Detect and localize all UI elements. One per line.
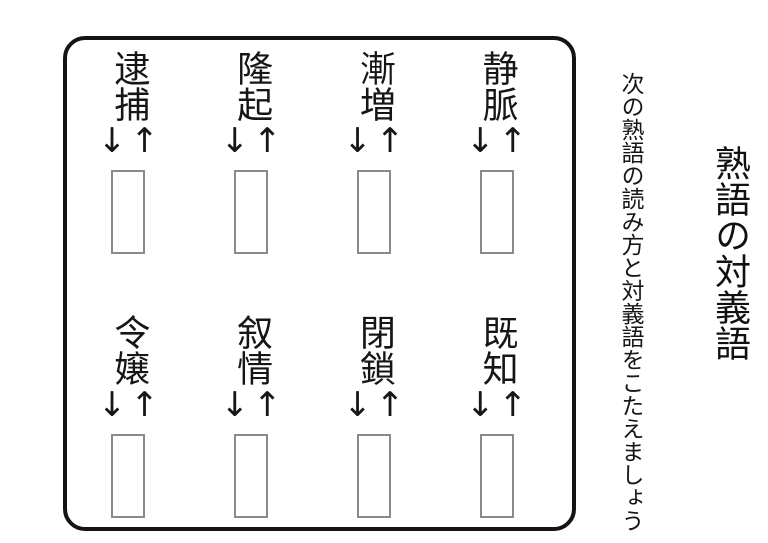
antonym-arrows-icon: ↓↑ [97, 384, 163, 425]
answer-box[interactable] [479, 433, 514, 518]
worksheet-row-bottom: 令嬢 ↓↑ 叙情 ↓↑ 閉鎖 ↓↑ 既知 ↓↑ [67, 284, 572, 528]
word-cell: 隆起 ↓↑ [190, 40, 313, 284]
word-text: 閉鎖 [353, 313, 395, 386]
antonym-arrows-icon: ↓↑ [343, 121, 409, 161]
antonym-arrows-icon: ↓↑ [220, 121, 286, 161]
word-cell: 閉鎖 ↓↑ [313, 284, 436, 528]
worksheet-card: 逮捕 ↓↑ 隆起 ↓↑ 漸増 ↓↑ 静脈 ↓↑ 令嬢 [63, 36, 576, 531]
answer-box[interactable] [356, 433, 391, 518]
answer-box[interactable] [356, 170, 391, 254]
word-cell: 静脈 ↓↑ [435, 40, 558, 284]
answer-box[interactable] [234, 170, 269, 254]
antonym-arrows-icon: ↓↑ [466, 384, 532, 425]
word-text: 隆起 [231, 50, 273, 122]
word-text: 逮捕 [108, 50, 150, 122]
antonym-arrows-icon: ↓↑ [343, 384, 409, 425]
worksheet-row-top: 逮捕 ↓↑ 隆起 ↓↑ 漸増 ↓↑ 静脈 ↓↑ [67, 40, 572, 284]
word-text: 漸増 [353, 50, 395, 122]
word-text: 静脈 [476, 50, 518, 122]
antonym-arrows-icon: ↓↑ [220, 384, 286, 425]
word-text: 叙情 [231, 313, 273, 386]
word-text: 令嬢 [108, 313, 150, 386]
answer-box[interactable] [111, 170, 146, 254]
page-title: 熟語の対義語 [709, 145, 750, 361]
antonym-arrows-icon: ↓↑ [466, 121, 532, 161]
word-text: 既知 [476, 313, 518, 386]
word-cell: 既知 ↓↑ [435, 284, 558, 528]
word-cell: 漸増 ↓↑ [313, 40, 436, 284]
answer-box[interactable] [479, 170, 514, 254]
antonym-arrows-icon: ↓↑ [97, 121, 163, 161]
answer-box[interactable] [234, 433, 269, 518]
word-cell: 叙情 ↓↑ [190, 284, 313, 528]
instruction-text: 次の熟語の読み方と対義語をこたえましょう [617, 72, 643, 532]
answer-box[interactable] [111, 433, 146, 518]
word-cell: 令嬢 ↓↑ [67, 284, 190, 528]
word-cell: 逮捕 ↓↑ [67, 40, 190, 284]
